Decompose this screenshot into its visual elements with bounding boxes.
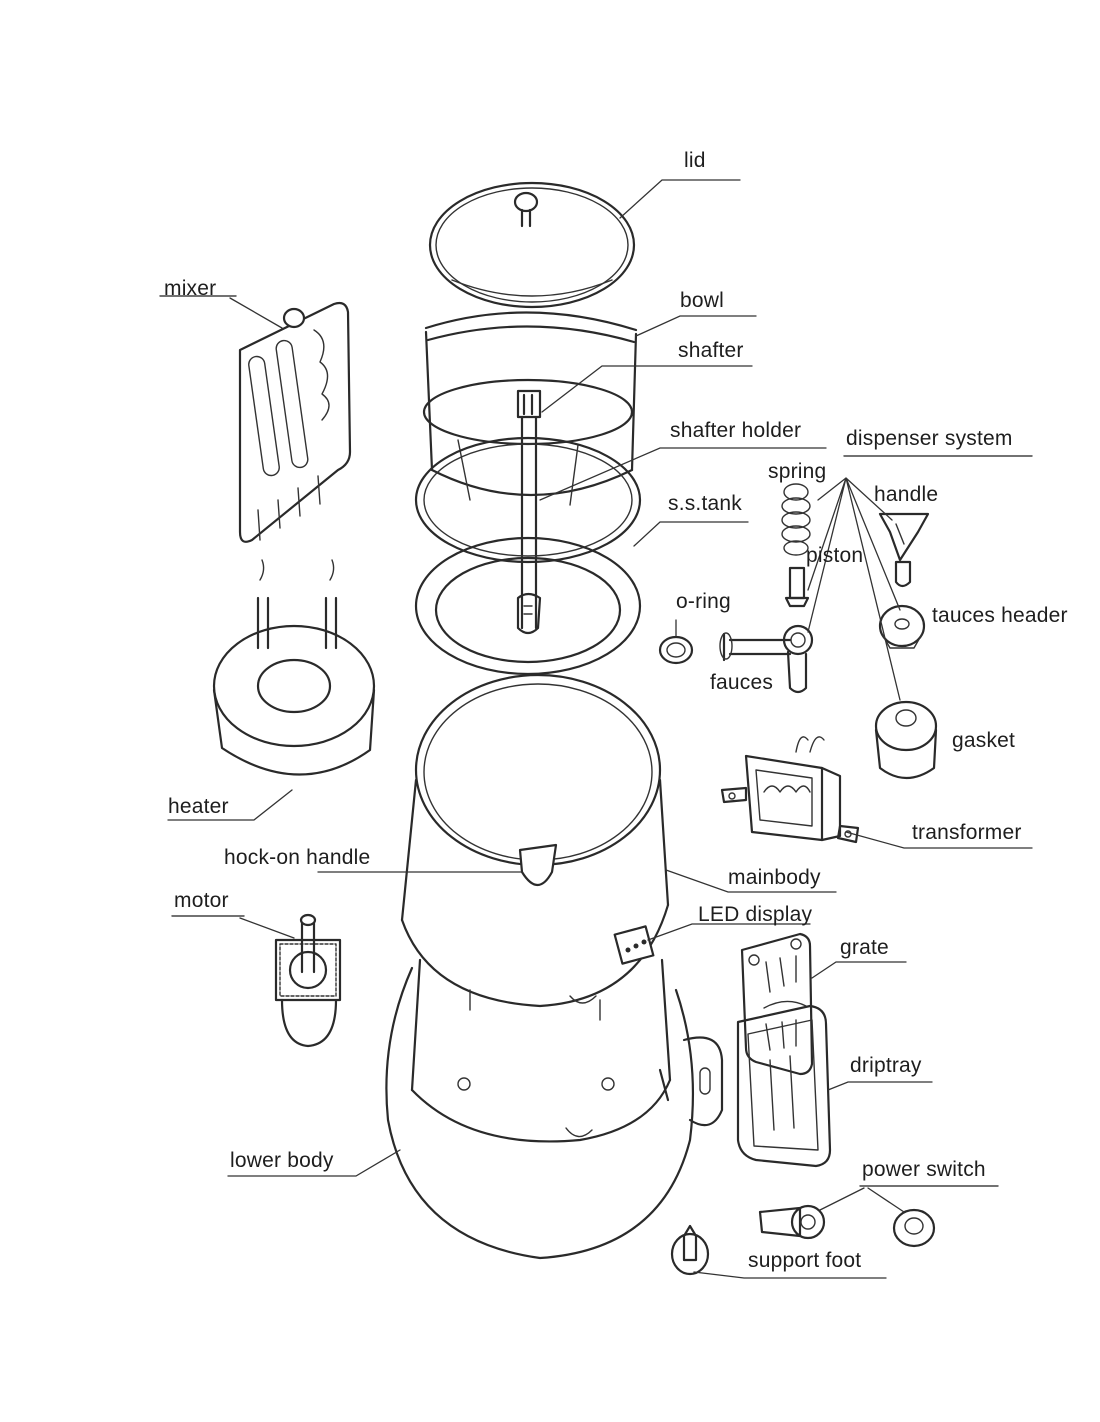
mainbody-part — [400, 673, 670, 1008]
label-mixer: mixer — [164, 277, 217, 300]
label-spring: spring — [768, 460, 827, 483]
label-handle: handle — [874, 483, 939, 506]
label-motor: motor — [174, 889, 229, 912]
motor-part — [274, 913, 342, 1048]
o-ring-part — [658, 635, 694, 665]
label-o-ring: o-ring — [676, 590, 731, 613]
label-lid: lid — [684, 149, 706, 172]
label-lower-body: lower body — [230, 1149, 334, 1172]
label-bowl: bowl — [680, 289, 724, 312]
label-led-display: LED display — [698, 903, 813, 926]
grate-part — [740, 932, 814, 1076]
label-shafter: shafter — [678, 339, 744, 362]
label-ss-tank: s.s.tank — [668, 492, 742, 515]
label-tauces-header: tauces header — [932, 604, 1068, 627]
handle-part — [878, 512, 930, 588]
bowl-part — [422, 311, 638, 506]
lower-body-part — [385, 958, 724, 1260]
ss-tank-ring — [414, 436, 642, 676]
spring-part — [781, 483, 811, 556]
label-dispenser-system: dispenser system — [846, 427, 1013, 450]
driptray-part — [736, 1004, 832, 1168]
label-hock-on-handle: hock-on handle — [224, 846, 371, 869]
label-shafter-holder: shafter holder — [670, 419, 802, 442]
label-mainbody: mainbody — [728, 866, 821, 889]
piston-part — [784, 566, 810, 608]
support-foot-part — [670, 1224, 710, 1276]
label-support-foot: support foot — [748, 1249, 862, 1272]
label-grate: grate — [840, 936, 889, 959]
label-transformer: transformer — [912, 821, 1022, 844]
gasket-part — [874, 700, 938, 780]
heater-part — [212, 559, 376, 776]
label-fauces: fauces — [710, 671, 774, 694]
label-driptray: driptray — [850, 1054, 922, 1077]
tauces-header-part — [878, 604, 926, 649]
leader-lines — [159, 179, 1033, 1279]
shafter-part — [516, 389, 542, 635]
label-power-switch: power switch — [862, 1158, 986, 1181]
transformer-part — [720, 736, 860, 844]
fauces-part — [719, 624, 814, 694]
label-piston: piston — [806, 544, 864, 567]
lid-part — [428, 181, 636, 309]
label-gasket: gasket — [952, 729, 1016, 752]
mixer-part — [238, 301, 352, 543]
power-switch-part — [758, 1204, 936, 1248]
label-heater: heater — [168, 795, 229, 818]
